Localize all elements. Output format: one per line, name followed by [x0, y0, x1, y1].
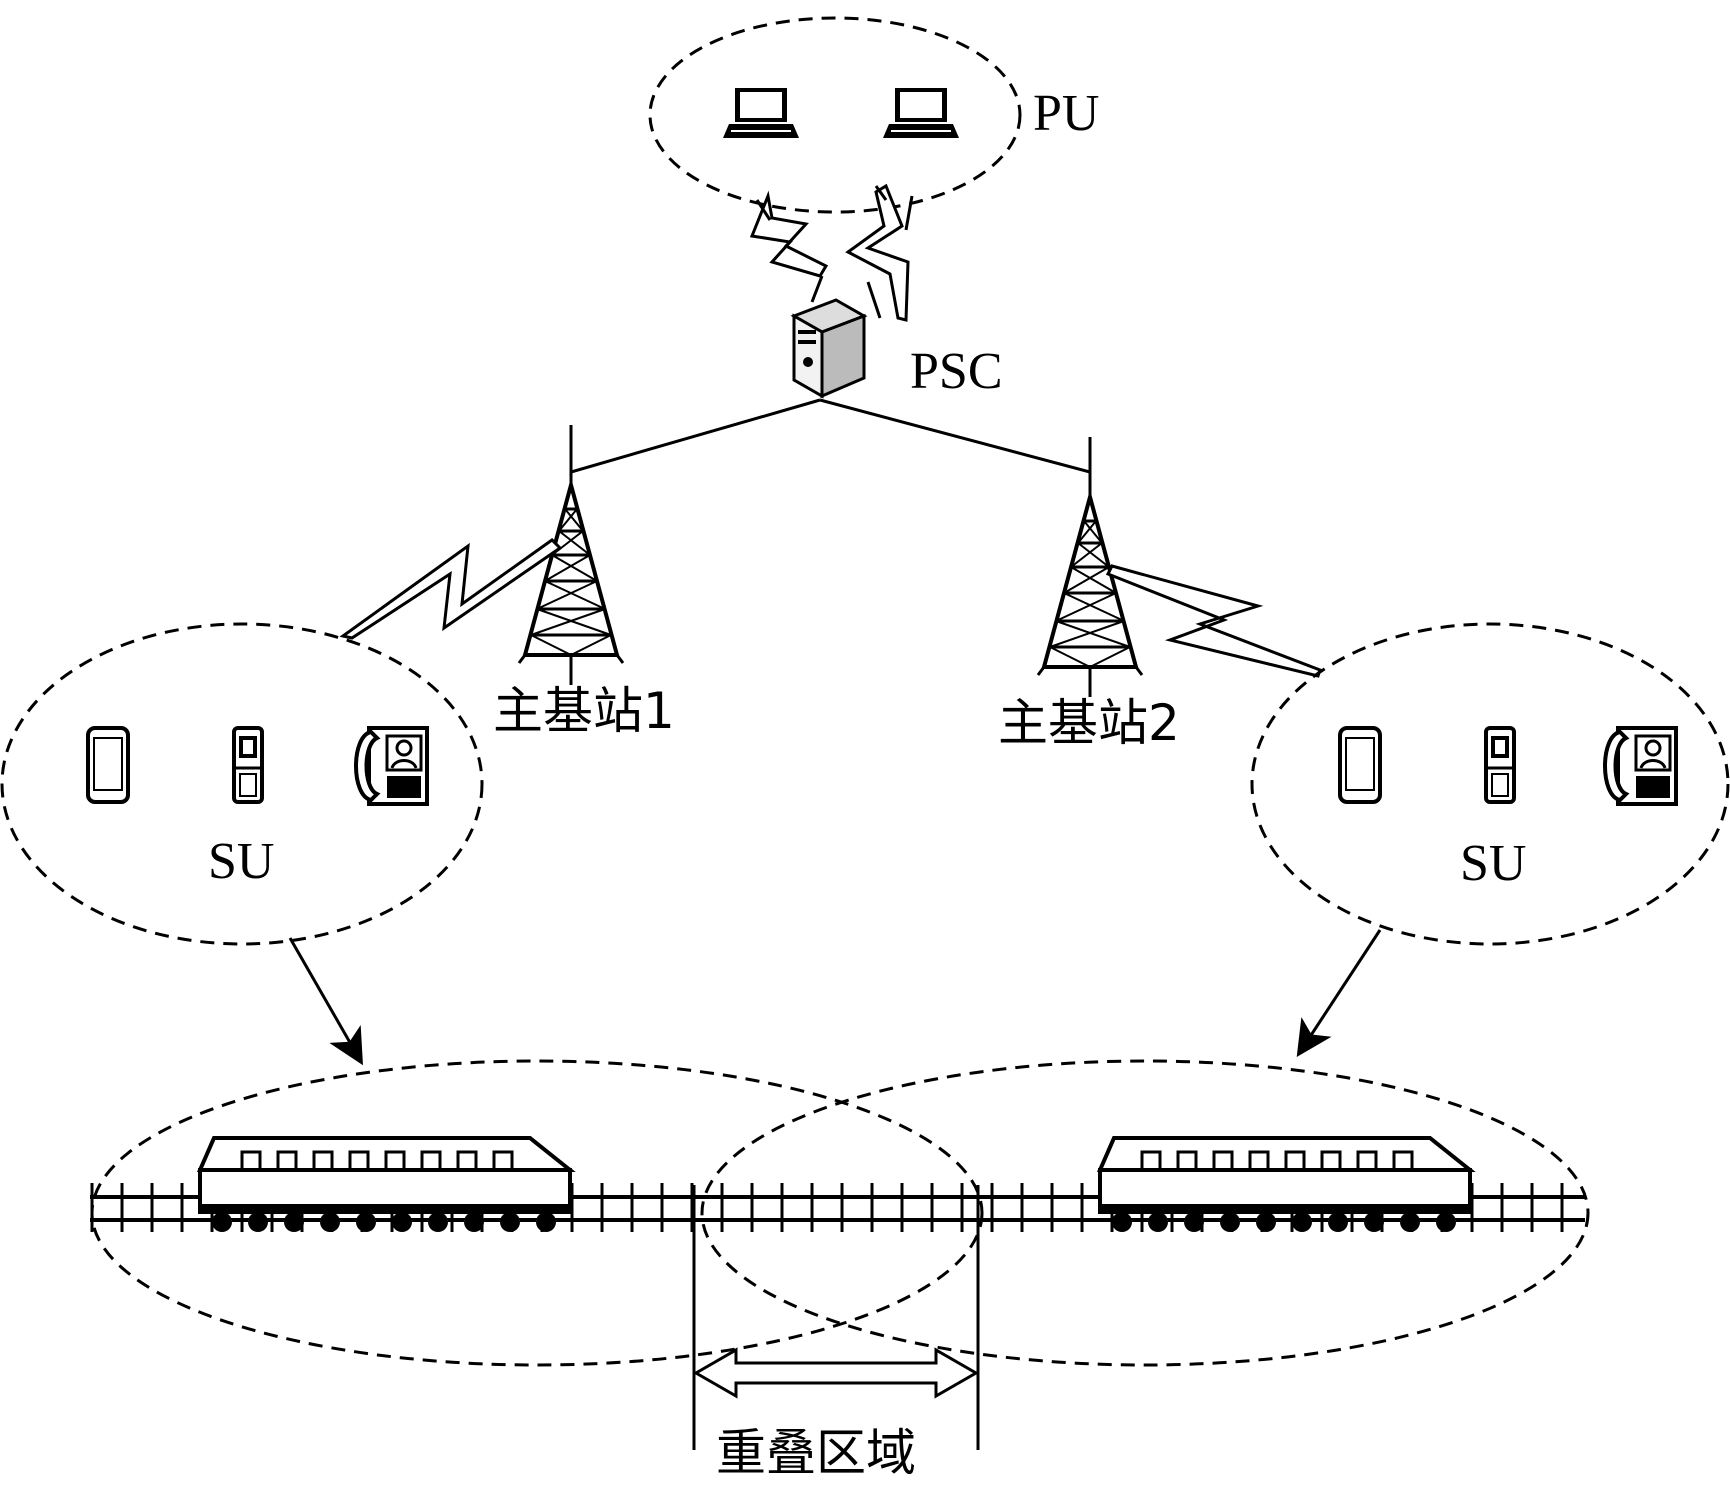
arrow-su-left-to-coverage: [288, 937, 363, 1066]
su-cluster-left-ellipse: [0, 622, 484, 946]
video-phone-icon: [1603, 726, 1678, 806]
link-stub: [866, 281, 882, 319]
flip-phone-icon: [232, 726, 264, 804]
overlap-region-label: 重叠区域: [716, 1424, 916, 1482]
smartphone-icon: [86, 726, 130, 804]
link-stub: [810, 275, 824, 303]
smartphone-icon: [1338, 726, 1382, 804]
link-stub: [904, 195, 914, 231]
server-icon: [790, 298, 868, 399]
tower-icon: [1036, 435, 1144, 699]
su-left-label: SU: [208, 833, 274, 890]
wireless-link-icon: [845, 183, 910, 322]
su-right-label: SU: [1460, 835, 1526, 892]
train-icon: [198, 1136, 572, 1234]
wireless-link-icon: [749, 190, 829, 278]
train-icon: [1098, 1136, 1472, 1234]
backhaul-line-left: [569, 398, 821, 480]
base-station-2-label: 主基站2: [998, 694, 1180, 752]
su-cluster-right-ellipse: [1250, 622, 1730, 946]
wireless-link-icon: [1105, 564, 1322, 678]
base-station-1-label: 主基站1: [493, 682, 675, 740]
wireless-link-icon: [339, 538, 563, 640]
video-phone-icon: [354, 726, 429, 806]
link-stub: [755, 199, 772, 221]
backhaul-line-right: [819, 398, 1092, 492]
coverage-right-ellipse: [700, 1059, 1590, 1367]
pu-label: PU: [1033, 85, 1099, 142]
laptop-icon: [882, 87, 960, 139]
arrow-su-right-to-coverage: [1296, 929, 1382, 1058]
link-stub: [874, 185, 888, 201]
pu-cluster-ellipse: [648, 16, 1022, 214]
double-arrow-icon: [692, 1347, 980, 1399]
psc-label: PSC: [910, 343, 1003, 400]
flip-phone-icon: [1484, 726, 1516, 804]
laptop-icon: [722, 87, 800, 139]
